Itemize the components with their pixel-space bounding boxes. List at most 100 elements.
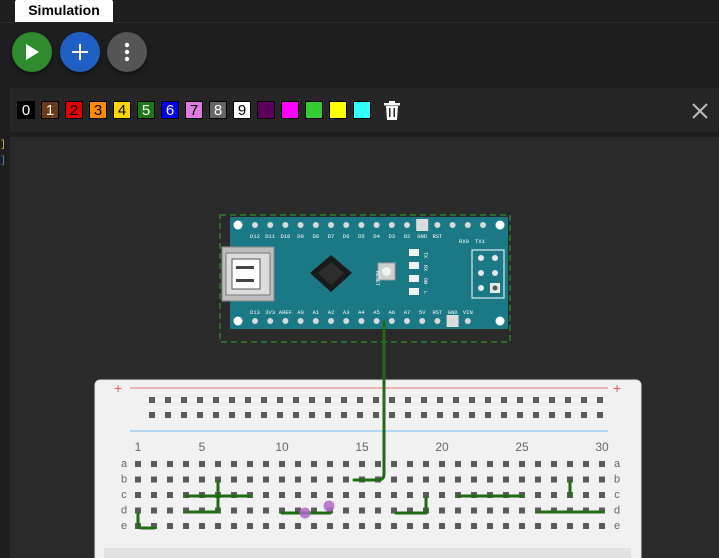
header-pin[interactable]	[419, 222, 425, 228]
breadboard-hole[interactable]	[407, 477, 413, 483]
header-pin[interactable]	[313, 222, 319, 228]
breadboard-hole[interactable]	[375, 461, 381, 467]
breadboard-hole[interactable]	[311, 461, 317, 467]
rail-hole[interactable]	[389, 397, 395, 403]
rail-hole[interactable]	[485, 397, 491, 403]
rail-hole[interactable]	[325, 412, 331, 418]
breadboard-hole[interactable]	[183, 461, 189, 467]
rail-hole[interactable]	[549, 397, 555, 403]
breadboard-hole[interactable]	[263, 492, 269, 498]
breadboard-hole[interactable]	[151, 461, 157, 467]
header-pin[interactable]	[282, 318, 288, 324]
breadboard-hole[interactable]	[535, 523, 541, 529]
breadboard-hole[interactable]	[151, 492, 157, 498]
rail-hole[interactable]	[389, 412, 395, 418]
header-pin[interactable]	[267, 318, 273, 324]
breadboard-hole[interactable]	[599, 477, 605, 483]
breadboard-hole[interactable]	[327, 523, 333, 529]
breadboard-hole[interactable]	[423, 523, 429, 529]
breadboard-hole[interactable]	[535, 461, 541, 467]
rail-hole[interactable]	[229, 412, 235, 418]
rail-hole[interactable]	[325, 397, 331, 403]
rail-hole[interactable]	[469, 397, 475, 403]
rail-hole[interactable]	[293, 412, 299, 418]
breadboard-hole[interactable]	[439, 461, 445, 467]
rail-hole[interactable]	[261, 412, 267, 418]
breadboard-hole[interactable]	[535, 477, 541, 483]
breadboard-hole[interactable]	[551, 523, 557, 529]
rail-hole[interactable]	[581, 412, 587, 418]
breadboard-hole[interactable]	[487, 461, 493, 467]
header-pin[interactable]	[450, 318, 456, 324]
rail-hole[interactable]	[197, 397, 203, 403]
breadboard-hole[interactable]	[455, 461, 461, 467]
breadboard-hole[interactable]	[471, 523, 477, 529]
breadboard-hole[interactable]	[519, 523, 525, 529]
breadboard-hole[interactable]	[167, 508, 173, 514]
rail-hole[interactable]	[437, 412, 443, 418]
breadboard-hole[interactable]	[343, 523, 349, 529]
breadboard-hole[interactable]	[503, 461, 509, 467]
rail-hole[interactable]	[149, 397, 155, 403]
breadboard-hole[interactable]	[391, 461, 397, 467]
rail-hole[interactable]	[357, 397, 363, 403]
breadboard-hole[interactable]	[215, 461, 221, 467]
rail-hole[interactable]	[245, 412, 251, 418]
breadboard-hole[interactable]	[487, 477, 493, 483]
breadboard-hole[interactable]	[455, 508, 461, 514]
breadboard-hole[interactable]	[231, 461, 237, 467]
breadboard-hole[interactable]	[583, 492, 589, 498]
breadboard-hole[interactable]	[263, 523, 269, 529]
rail-hole[interactable]	[581, 397, 587, 403]
breadboard-hole[interactable]	[279, 523, 285, 529]
rail-hole[interactable]	[533, 412, 539, 418]
breadboard-hole[interactable]	[151, 508, 157, 514]
breadboard-hole[interactable]	[311, 492, 317, 498]
breadboard-hole[interactable]	[423, 461, 429, 467]
breadboard-hole[interactable]	[135, 492, 141, 498]
breadboard-hole[interactable]	[391, 523, 397, 529]
breadboard-hole[interactable]	[359, 523, 365, 529]
arduino-nano[interactable]: D12D11D10D9D8D7D6D5D4D3D2GNDRSTRX0TX1 D1…	[220, 215, 510, 342]
header-pin[interactable]	[343, 318, 349, 324]
breadboard-hole[interactable]	[503, 477, 509, 483]
breadboard-hole[interactable]	[407, 523, 413, 529]
header-pin[interactable]	[465, 222, 471, 228]
rail-hole[interactable]	[277, 412, 283, 418]
breadboard-hole[interactable]	[551, 492, 557, 498]
rail-hole[interactable]	[213, 397, 219, 403]
rail-hole[interactable]	[277, 397, 283, 403]
breadboard-hole[interactable]	[551, 461, 557, 467]
rail-hole[interactable]	[213, 412, 219, 418]
rail-hole[interactable]	[565, 412, 571, 418]
breadboard-hole[interactable]	[199, 523, 205, 529]
breadboard-hole[interactable]	[359, 461, 365, 467]
breadboard-hole[interactable]	[439, 477, 445, 483]
breadboard-hole[interactable]	[343, 461, 349, 467]
rail-hole[interactable]	[357, 412, 363, 418]
rail-hole[interactable]	[197, 412, 203, 418]
rail-hole[interactable]	[341, 397, 347, 403]
breadboard-hole[interactable]	[183, 477, 189, 483]
header-pin[interactable]	[434, 318, 440, 324]
rail-hole[interactable]	[501, 412, 507, 418]
breadboard-hole[interactable]	[263, 477, 269, 483]
rail-hole[interactable]	[245, 397, 251, 403]
header-pin[interactable]	[404, 222, 410, 228]
breadboard-hole[interactable]	[359, 492, 365, 498]
rail-hole[interactable]	[421, 412, 427, 418]
rail-hole[interactable]	[341, 412, 347, 418]
breadboard-hole[interactable]	[183, 523, 189, 529]
breadboard-hole[interactable]	[295, 477, 301, 483]
breadboard-hole[interactable]	[247, 477, 253, 483]
breadboard-hole[interactable]	[279, 492, 285, 498]
breadboard-hole[interactable]	[423, 477, 429, 483]
breadboard-hole[interactable]	[247, 461, 253, 467]
rail-hole[interactable]	[309, 397, 315, 403]
breadboard-hole[interactable]	[519, 461, 525, 467]
breadboard-hole[interactable]	[167, 477, 173, 483]
breadboard-hole[interactable]	[567, 461, 573, 467]
breadboard-hole[interactable]	[199, 461, 205, 467]
rail-hole[interactable]	[165, 397, 171, 403]
header-pin[interactable]	[374, 222, 380, 228]
